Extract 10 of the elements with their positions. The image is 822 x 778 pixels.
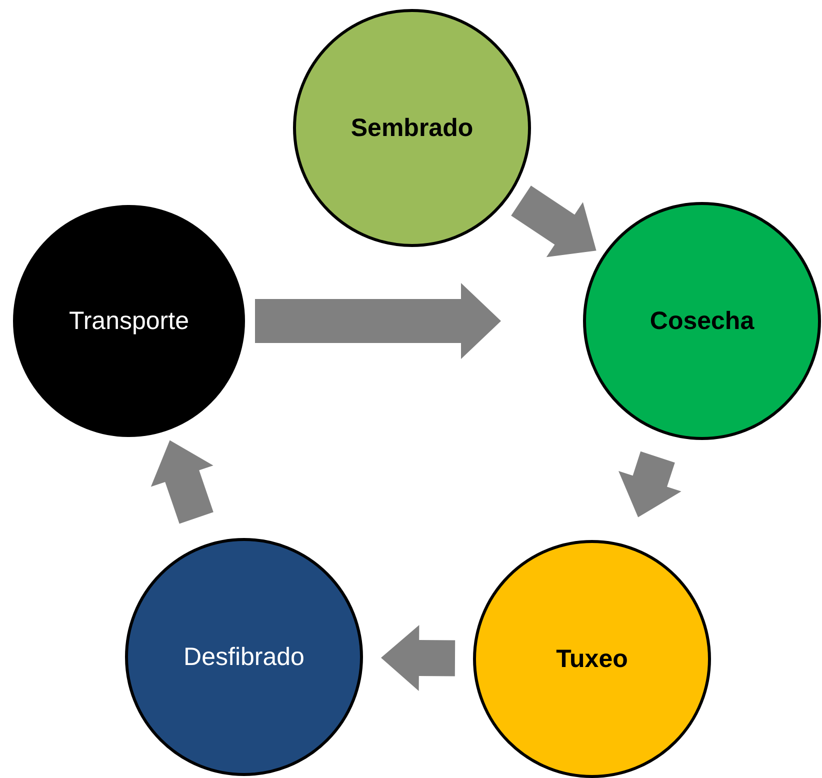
stage-label: Sembrado xyxy=(350,114,474,142)
block-arrow xyxy=(511,186,596,258)
stage-label: Transporte xyxy=(69,306,189,336)
block-arrow xyxy=(381,625,456,691)
block-arrow xyxy=(618,451,682,518)
stage-label: Cosecha xyxy=(650,306,754,336)
stage-label: Tuxeo xyxy=(556,644,628,674)
stage-label: Desfibrado xyxy=(184,642,304,672)
block-arrow xyxy=(150,440,214,524)
block-arrow xyxy=(255,283,501,359)
